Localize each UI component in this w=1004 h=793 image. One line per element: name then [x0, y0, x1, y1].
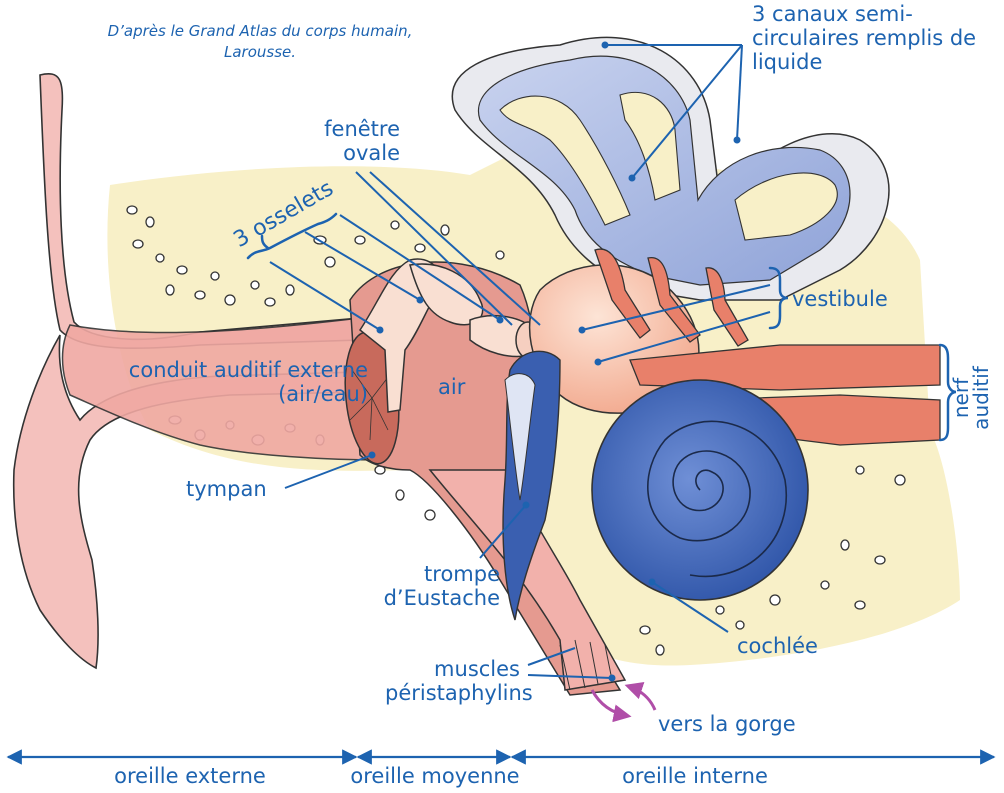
section-middle-ear: oreille moyenne — [340, 764, 530, 788]
label-vestibule: vestibule — [792, 287, 888, 311]
section-inner-ear: oreille interne — [600, 764, 790, 788]
label-eustachian-tube: trompe d’Eustache — [380, 562, 500, 610]
credit-text: D’après le Grand Atlas du corps humain, … — [100, 21, 420, 63]
label-eardrum: tympan — [186, 477, 267, 501]
label-air: air — [438, 375, 465, 399]
label-throat: vers la gorge — [658, 712, 796, 736]
label-semicircular-canals: 3 canaux semi-circulaires remplis de liq… — [752, 2, 982, 74]
cochlea — [592, 380, 808, 600]
section-outer-ear: oreille externe — [95, 764, 285, 788]
label-muscles: muscles péristaphylins — [385, 657, 520, 705]
label-ear-canal: conduit auditif externe (air/eau) — [58, 358, 368, 406]
label-auditory-nerve: nerf auditif — [951, 353, 991, 443]
label-cochlea: cochlée — [737, 634, 818, 658]
label-oval-window: fenêtre ovale — [290, 117, 400, 165]
